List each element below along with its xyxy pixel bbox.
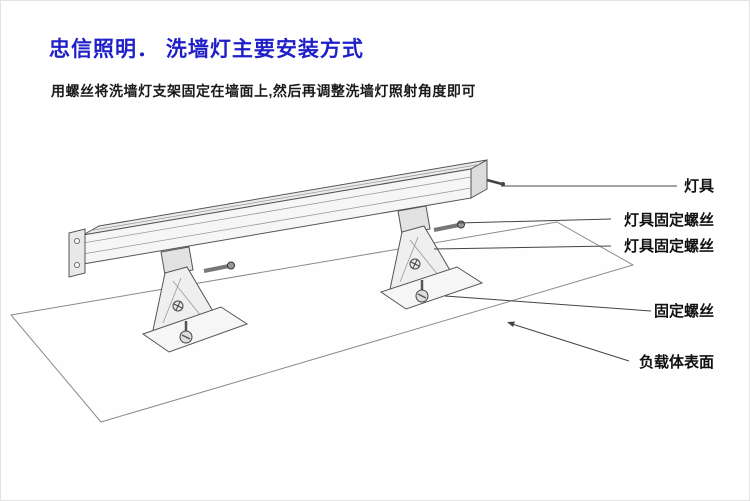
light-bar-endcap: [68, 228, 86, 278]
instruction-text: 用螺丝将洗墙灯支架固定在墙面上,然后再调整洗墙灯照射角度即可: [51, 83, 476, 99]
leader-lamp-fixing-screw-top: [457, 218, 612, 224]
bracket-right-base: [379, 266, 484, 310]
bracket-left-cross-slot: [175, 301, 181, 311]
label-load-surface: 负载体表面: [639, 353, 714, 371]
bracket-right-rib: [399, 236, 419, 283]
label-lamp-fixing-screw-top: 灯具固定螺丝: [624, 211, 714, 229]
bracket-left: [141, 246, 249, 353]
bracket-left-side-screw: [203, 264, 230, 273]
bracket-left-rib: [162, 277, 182, 324]
leader-fixing-screw: [444, 295, 652, 312]
endcap-screw-hole: [74, 238, 80, 244]
bracket-right-cross-slot: [412, 259, 418, 269]
bracket-right-bolt-slot: [417, 293, 427, 299]
light-bar-top-groove: [90, 164, 480, 231]
end-connector: [486, 178, 503, 186]
leader-lamp-fixing-screw-bottom: [433, 245, 612, 250]
bracket-left-bolt-slot: [181, 334, 191, 340]
bracket-left-side-screw-head: [227, 261, 235, 270]
page-title: 忠信照明． 洗墙灯主要安装方式: [49, 38, 364, 61]
bracket-left-base: [141, 306, 249, 353]
end-connector-tip: [501, 182, 505, 186]
endcap-screw-hole: [74, 262, 80, 268]
label-lamp: 灯具: [684, 178, 714, 195]
leader-load-surface-arrowhead: [507, 321, 515, 327]
bracket-right: [379, 205, 484, 310]
mounting-surface: [10, 221, 635, 423]
label-lamp-fixing-screw-bottom: 灯具固定螺丝: [624, 237, 714, 255]
light-bar-groove: [82, 187, 472, 255]
bracket-right-side-screw-head: [457, 220, 465, 229]
label-fixing-screw: 固定螺丝: [654, 302, 714, 320]
bracket-right-side-screw: [433, 223, 460, 232]
leader-load-surface: [508, 322, 630, 362]
light-bar: [68, 159, 505, 278]
leader-lines: [433, 185, 677, 362]
light-bar-groove: [82, 176, 472, 244]
